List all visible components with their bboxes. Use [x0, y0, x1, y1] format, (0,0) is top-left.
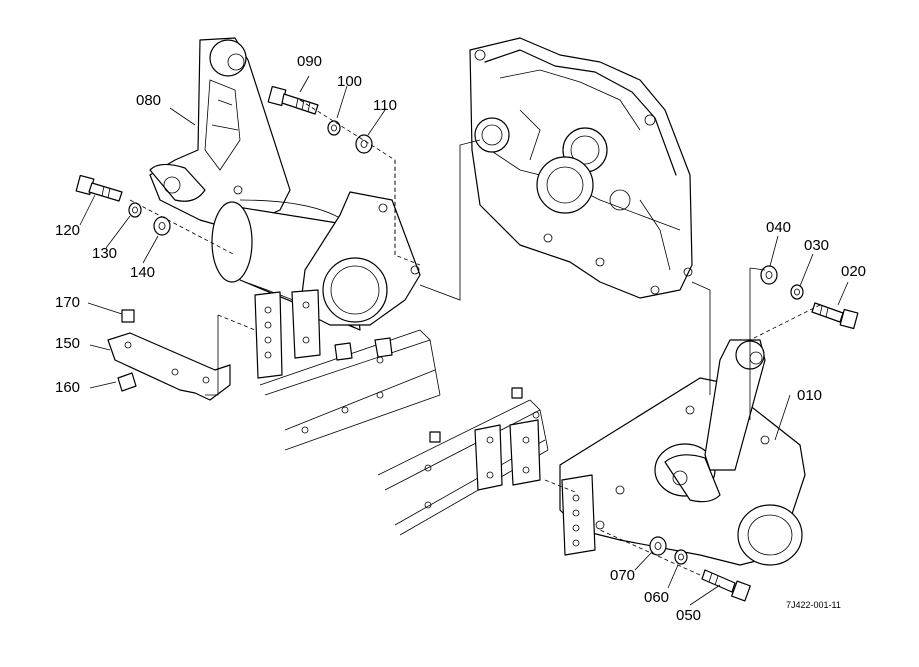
callout-140: 140	[130, 264, 156, 281]
callout-080: 080	[136, 92, 162, 109]
flat-washer-070	[649, 536, 667, 556]
right-engine-bracket	[559, 339, 806, 566]
right-frame-rail	[377, 387, 549, 536]
left-engine-bracket	[149, 37, 291, 231]
left-mounting-blocks	[254, 289, 321, 379]
flat-washer-110	[355, 134, 373, 154]
bolt-120	[75, 174, 123, 202]
callout-020: 020	[841, 263, 867, 280]
leader-lines	[79, 75, 849, 606]
left-frame-rail	[259, 329, 441, 451]
bolt-090	[267, 85, 319, 115]
callout-160: 160	[55, 379, 81, 396]
callout-100: 100	[337, 73, 363, 90]
spring-washer-130	[128, 202, 142, 218]
callout-110: 110	[373, 97, 397, 114]
callout-030: 030	[804, 237, 830, 254]
callout-120: 120	[55, 222, 81, 239]
callout-170: 170	[55, 294, 81, 311]
drawing-id: 7J422-001-11	[786, 600, 841, 610]
callout-060: 060	[644, 589, 670, 606]
spring-washer-030	[790, 284, 804, 300]
flat-washer-040	[760, 265, 778, 285]
assembly-guide-lines	[129, 99, 821, 576]
left-flange-plate	[299, 191, 421, 326]
callout-050: 050	[676, 607, 702, 624]
stay-bracket	[107, 309, 231, 401]
callout-040: 040	[766, 219, 792, 236]
callout-010: 010	[797, 387, 823, 404]
bolt-050	[701, 569, 751, 602]
flat-washer-140	[153, 216, 171, 236]
gear-case-housing	[469, 37, 693, 299]
spring-washer-060	[674, 549, 688, 565]
callout-150: 150	[55, 335, 81, 352]
callout-130: 130	[92, 245, 118, 262]
callout-090: 090	[297, 53, 323, 70]
bolt-020	[811, 302, 859, 330]
spring-washer-100	[327, 120, 341, 136]
callout-070: 070	[610, 567, 636, 584]
